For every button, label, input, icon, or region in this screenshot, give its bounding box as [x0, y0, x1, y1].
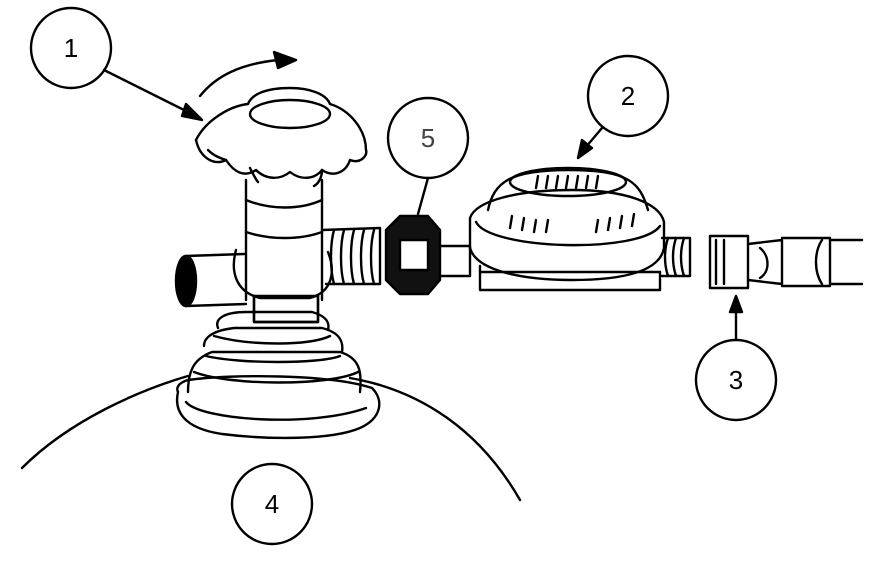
callout-label-3: 3: [729, 365, 743, 395]
callout-label-5: 5: [421, 123, 435, 153]
coupling-nut: [384, 214, 472, 296]
callout-circle-4: [230, 462, 314, 546]
cylinder-dome: [20, 374, 522, 502]
cylinder-collar: [175, 310, 381, 440]
valve-body: [174, 178, 382, 324]
callout-label-4: 4: [265, 489, 279, 519]
rotation-arrow: [198, 50, 298, 98]
callout-label-2: 2: [621, 81, 635, 111]
hose-connector: [708, 234, 864, 290]
callout-circle-2: [586, 54, 670, 138]
callout-label-1: 1: [64, 33, 78, 63]
callout-circle-1: [29, 6, 113, 90]
handwheel: [194, 86, 368, 188]
regulator: [468, 166, 692, 292]
leader-lines: [102, 68, 744, 342]
